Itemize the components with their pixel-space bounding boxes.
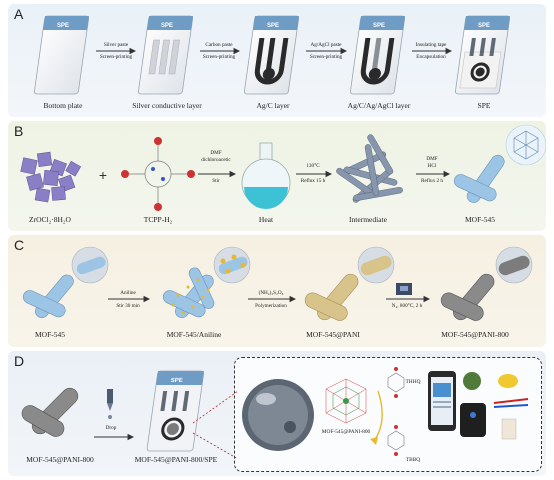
panel-d-graphics: SPE [21, 367, 529, 460]
panel-a-graphics: SPE SPE SPE SPE SPE [34, 15, 511, 95]
caption-mof545-c: MOF-545 [34, 330, 66, 339]
zirconium-crystals-icon [20, 151, 82, 203]
curved-arrow [373, 390, 383, 442]
tcpp-molecule-icon [121, 137, 195, 211]
sensor-device-icon [460, 403, 486, 437]
arrow-b3-line3: Reflux 2 h [421, 178, 443, 184]
spe-card-silver [138, 15, 194, 95]
caption-spe: SPE [477, 101, 491, 110]
smartphone-icon [428, 371, 456, 431]
arrow-c1-bottom: Stir 30 min [116, 303, 140, 309]
pani800-rods-d-icon [21, 387, 79, 437]
arrow-b3-line1: DMF [426, 156, 438, 162]
arrow-a1-top: Silver paste [103, 42, 129, 48]
caption-tcpp: TCPP-H₂ [143, 215, 173, 224]
spe-text-2: SPE [161, 23, 173, 29]
panel-c-graphics [22, 246, 533, 321]
arrow-c2-top: (NH₄)₂S₂O₈ [258, 290, 284, 296]
mof-structure-icon [505, 124, 546, 166]
svg-text:SPE: SPE [170, 378, 183, 384]
caption-mof545-b: MOF-545 [464, 215, 496, 224]
caption-mof545-aniline: MOF-545/Aniline [166, 330, 222, 339]
arrow-b3-line2: HCl [427, 163, 437, 169]
caption-mof545-pani: MOF-545@PANI [306, 330, 360, 339]
panel-c: C [8, 235, 546, 347]
caption-agc-agcl-layer: Ag/C/Ag/AgCl layer [347, 101, 411, 110]
furnace-icon [396, 283, 412, 295]
arrow-a4-bottom: Encapsulation [416, 54, 446, 60]
arrow-b1-line1: DMF [210, 150, 222, 156]
arrow-c1-top: Aniline [120, 290, 136, 296]
caption-agc-layer: Ag/C layer [256, 101, 290, 110]
spe-card-modified: SPE [146, 370, 205, 452]
panel-d: D SPE [8, 351, 546, 476]
spe-card-bottom-plate [34, 15, 90, 95]
caption-mof545-pani800: MOF-545@PANI-800 [441, 330, 509, 339]
crystal-structure-icon [325, 378, 367, 424]
caption-silver-layer: Silver conductive layer [132, 101, 202, 110]
arrow-a3-top: Ag/AgCl paste [310, 42, 342, 48]
spe-card-agc-agcl [350, 15, 406, 95]
caption-heat: Heat [258, 215, 274, 224]
spe-text-4: SPE [373, 23, 385, 29]
plus-sign: + [98, 167, 108, 183]
panel-b: B [8, 121, 546, 231]
mof545-rods-icon [453, 154, 505, 203]
tbbq-molecule-icon [387, 425, 405, 456]
arrow-c2-bottom: Polymerization [255, 303, 287, 309]
arrow-b2-line2: Reflux 15 h [300, 178, 326, 184]
thhq-label: THHQ [405, 379, 421, 385]
arrow-b1-line3: Stir [212, 178, 220, 184]
panel-c-label: C [14, 237, 25, 253]
arrow-a2-bottom: Screen-printing [202, 54, 236, 60]
panel-b-graphics [20, 124, 546, 211]
spe-card-final [455, 15, 511, 95]
panel-a-label: A [14, 6, 24, 22]
mof545-aniline-icon [162, 267, 215, 319]
spe-text-5: SPE [478, 23, 490, 29]
mof545-rods-c-icon [22, 274, 74, 319]
arrow-b2-line1: 130°C [306, 163, 320, 169]
inset-structure-caption: MOF-545@PANI-800 [321, 429, 371, 435]
zoom-connector [192, 390, 239, 460]
mof545-pani-icon [304, 273, 359, 321]
caption-zrocl2: ZrOCl₂·8H₂O [29, 215, 71, 224]
panel-a: A [8, 4, 546, 117]
electrode-sphere-icon [242, 379, 314, 451]
aniline-dots [171, 278, 210, 315]
arrow-a2-top: Carbon paste [205, 42, 233, 48]
intermediate-rods-icon [336, 134, 403, 203]
caption-intermediate: Intermediate [349, 215, 387, 224]
spe-card-agc [244, 15, 300, 95]
caption-bottom-plate: Bottom plate [43, 101, 83, 110]
drop-label: Drop [105, 425, 117, 431]
caption-pani800-spe: MOF-545@PANI-800/SPE [134, 455, 218, 464]
spe-text-3: SPE [267, 23, 279, 29]
arrow-a4-top: Insulating tape [415, 42, 447, 48]
arrow-a3-bottom: Screen-printing [309, 54, 343, 60]
arrow-c3-bottom: N₂, 800°C, 2 h [391, 303, 423, 309]
panel-d-label: D [14, 353, 25, 369]
food-samples-icon [463, 372, 529, 440]
tbbq-label: TBBQ [405, 457, 421, 463]
spe-text-1: SPE [57, 23, 69, 29]
dropper-icon [107, 389, 113, 419]
arrow-b1-line2: dichloroacetic [201, 157, 231, 163]
flask-icon [241, 142, 291, 209]
arrow-a1-bottom: Screen-printing [99, 54, 133, 60]
caption-pani800-d: MOF-545@PANI-800 [26, 455, 94, 464]
thhq-molecule-icon [387, 367, 405, 398]
panel-b-label: B [14, 123, 24, 139]
mof545-pani800-icon [440, 273, 495, 321]
